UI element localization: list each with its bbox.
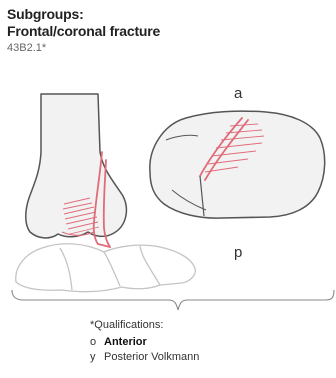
- qualification-item: y Posterior Volkmann: [90, 350, 199, 365]
- posterior-view-label: p: [234, 244, 242, 261]
- grouping-bracket: [12, 290, 334, 310]
- qualification-label: Posterior Volkmann: [104, 350, 199, 365]
- qualifications-block: *Qualifications: o Anterior y Posterior …: [90, 318, 199, 365]
- foot-outline: [16, 244, 196, 292]
- qualification-label: Anterior: [104, 335, 147, 350]
- tibia-drawing: [26, 94, 127, 247]
- plafond-drawing: [150, 111, 325, 218]
- qualifications-heading: *Qualifications:: [90, 318, 199, 332]
- qualification-item: o Anterior: [90, 335, 199, 350]
- anterior-view-label: a: [234, 85, 242, 102]
- qualification-code: y: [90, 350, 104, 365]
- qualification-code: o: [90, 335, 104, 350]
